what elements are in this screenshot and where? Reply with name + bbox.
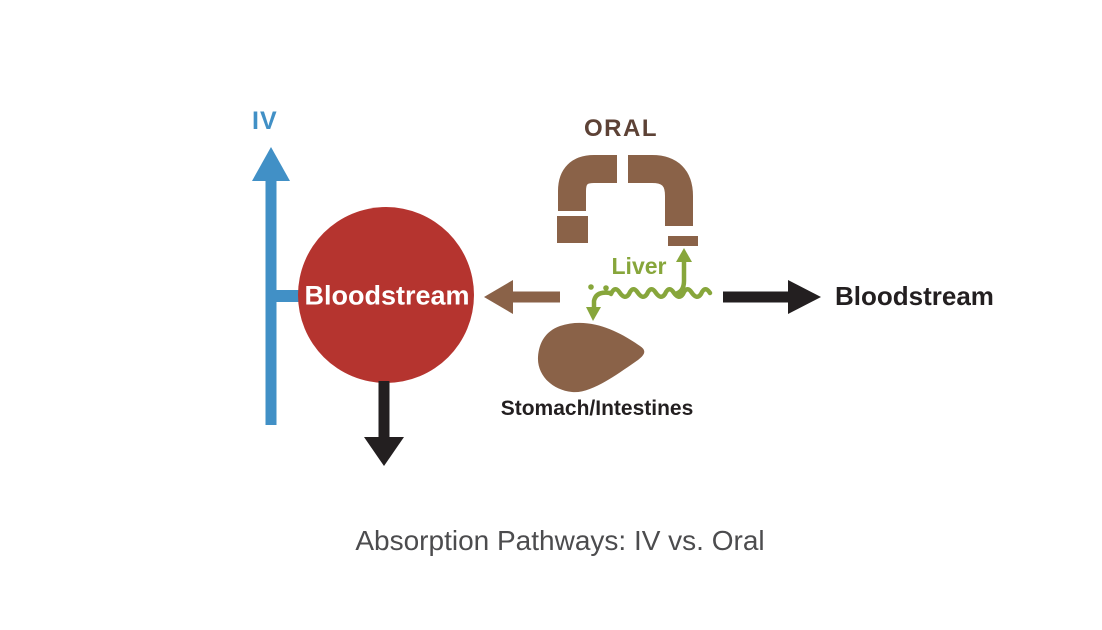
mouth-left-dash-icon bbox=[557, 216, 588, 243]
diagram-caption: Absorption Pathways: IV vs. Oral bbox=[355, 525, 765, 556]
liver-squiggle-path bbox=[608, 287, 713, 299]
oral-label: ORAL bbox=[584, 115, 658, 142]
bloodstream-right-label: Bloodstream bbox=[835, 281, 994, 311]
stomach-intestines-label: Stomach/Intestines bbox=[500, 397, 694, 420]
bloodstream-down-arrowhead-icon bbox=[364, 437, 404, 466]
mouth-right-dash-icon bbox=[668, 236, 698, 246]
liver-to-mouth-arrow-shaft bbox=[672, 257, 687, 297]
liver-to-stomach-arrowhead-icon bbox=[586, 307, 601, 321]
liver-to-mouth-arrowhead-icon bbox=[676, 248, 692, 262]
liver-path-dot bbox=[588, 284, 594, 290]
bloodstream-circle bbox=[298, 207, 474, 383]
iv-label: IV bbox=[252, 107, 278, 135]
oral-to-bloodstream-arrowhead-icon bbox=[788, 280, 821, 314]
liver-to-stomach-arrow-shaft bbox=[591, 290, 613, 312]
liver-path-dot bbox=[603, 285, 609, 291]
bloodstream-circle-label: Bloodstream bbox=[304, 280, 470, 311]
stomach-to-bloodstream-arrowhead-icon bbox=[484, 280, 513, 314]
mouth-left-tube-icon bbox=[558, 155, 617, 211]
stomach-shape bbox=[537, 322, 645, 393]
iv-up-arrowhead-icon bbox=[252, 147, 290, 181]
liver-label: Liver bbox=[611, 253, 667, 279]
mouth-right-tube-icon bbox=[628, 155, 693, 226]
